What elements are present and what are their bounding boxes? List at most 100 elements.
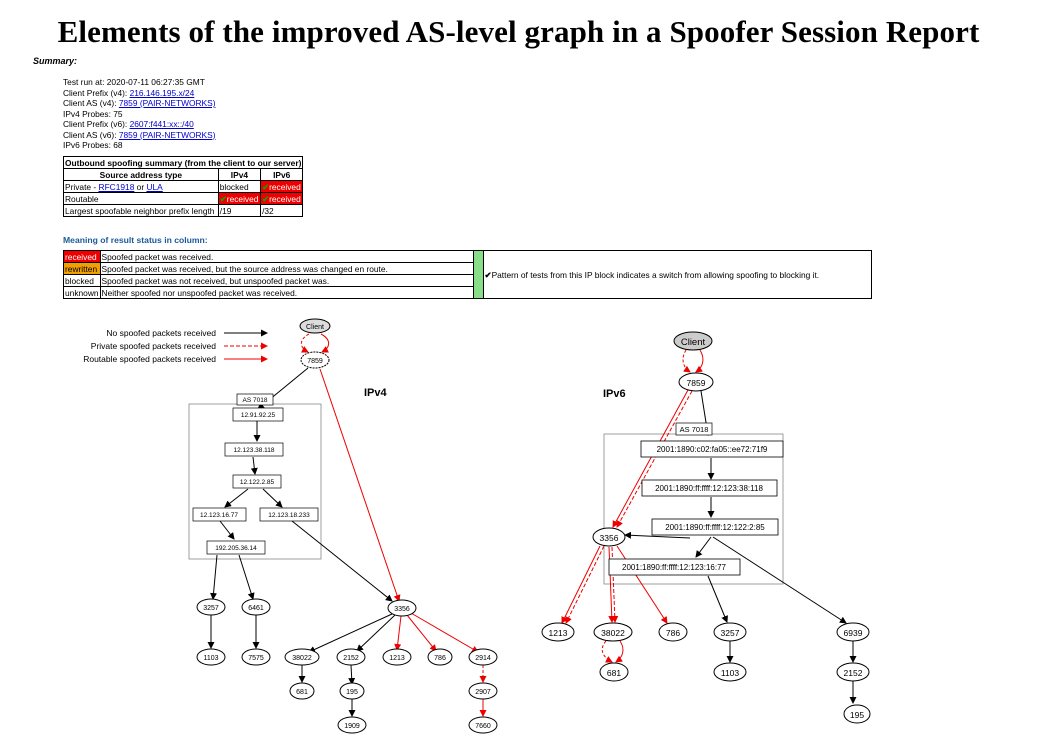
svg-text:12.122.2.85: 12.122.2.85 [240,479,275,486]
ipv4-client-node [299,318,331,334]
as-node [337,716,367,734]
legend-routable-label: Routable spoofed packets received [83,354,216,364]
as-node [541,622,575,642]
svg-text:12.91.92.25: 12.91.92.25 [241,412,276,419]
as-node [836,662,870,682]
as-node [468,716,498,734]
ipv4-as-box-label [236,393,274,406]
svg-text:1103: 1103 [721,668,740,678]
router-node [192,507,247,522]
as-node [336,648,366,666]
svg-text:1909: 1909 [344,723,360,730]
client-as-v4: Client AS (v4): 7859 (PAIR-NETWORKS) [63,98,216,108]
ipv6-as-node [678,372,714,392]
client-as-v6-link[interactable]: 7859 (PAIR-NETWORKS) [118,129,216,140]
ipv4-probes: IPv4 Probes: 75 [63,108,123,119]
svg-text:2001:1890:ff:ffff:12:123:38:11: 2001:1890:ff:ffff:12:123:38:118 [655,484,763,493]
legend-private-label: Private spoofed packets received [91,341,216,351]
ipv6-client-node [673,331,713,351]
client-prefix-v4-link[interactable]: 216.146.195.x/24 [129,87,195,98]
summary-info: Test run at: 2020-07-11 06:27:35 GMT Cli… [63,77,216,151]
svg-text:3257: 3257 [721,628,740,638]
as-node [284,648,320,666]
as-node [427,648,453,666]
ipv4-graph: IPv4 Client 7859 AS 7018 1 [188,318,498,734]
svg-text:AS 7018: AS 7018 [243,397,268,404]
client-prefix-v4: Client Prefix (v4): 216.146.195.x/24 [63,87,195,98]
svg-text:2001:1890:ff:ffff:12:123:16:77: 2001:1890:ff:ffff:12:123:16:77 [622,563,727,572]
ula-link[interactable]: ULA [146,181,163,192]
svg-text:3356: 3356 [394,606,410,613]
as-node [387,599,417,617]
as-node [196,648,226,666]
svg-text:7859: 7859 [687,378,706,388]
as-node [241,648,271,666]
svg-text:12.123.16.77: 12.123.16.77 [200,512,238,519]
svg-text:7660: 7660 [475,723,491,730]
check-icon: ✔ [262,181,270,192]
ipv4-as-node [300,351,330,369]
as-node [289,682,315,700]
legend-none-label: No spoofed packets received [106,328,216,338]
ipv6-probes: IPv6 Probes: 68 [63,140,123,150]
router-node [224,442,284,457]
svg-text:3257: 3257 [203,605,219,612]
svg-text:3356: 3356 [600,533,619,543]
page-title: Elements of the improved AS-level graph … [57,14,980,49]
svg-text:38022: 38022 [292,655,312,662]
as-node [658,622,688,642]
as-node [382,648,412,666]
table-row: rewritten Spoofed packet was received, b… [63,262,872,275]
svg-text:7575: 7575 [248,655,264,662]
test-run-time: Test run at: 2020-07-11 06:27:35 GMT [63,77,205,87]
svg-text:1213: 1213 [549,628,568,638]
table-row: blocked Spoofed packet was not received,… [63,274,872,287]
svg-text:12.123.38.118: 12.123.38.118 [233,447,274,454]
status-meaning-table: received Spoofed packet was received. ✔P… [63,250,872,299]
svg-text:38022: 38022 [601,628,625,638]
ipv4-label: IPv4 [364,387,388,399]
as-node [592,527,626,547]
rfc1918-link[interactable]: RFC1918 [98,181,135,192]
router-node [608,558,741,576]
client-as-v6: Client AS (v6): 7859 (PAIR-NETWORKS) [63,129,216,140]
as-node [196,598,226,616]
ipv6-as-box-label [675,422,713,436]
as-node [713,662,747,682]
svg-text:195: 195 [346,689,358,696]
check-icon: ✔ [262,193,270,204]
as-node [843,704,871,724]
svg-text:Client: Client [681,337,706,348]
svg-text:AS 7018: AS 7018 [680,425,709,434]
table-row: Largest spoofable neighbor prefix length… [63,204,304,217]
client-prefix-v6: Client Prefix (v6): 2607:f441:xx::/40 [63,119,194,129]
svg-text:6461: 6461 [248,605,264,612]
svg-text:195: 195 [850,710,864,720]
graph-legend: No spoofed packets received Private spoo… [83,328,268,364]
ipv6-graph: IPv6 Client 7859 AS 7018 2001:1890:c02:f… [541,331,871,724]
svg-text:7859: 7859 [307,358,323,365]
table-row: Routable ✔received ✔received [63,192,304,205]
router-node [232,407,284,422]
svg-text:2914: 2914 [475,655,491,662]
client-as-v4-link[interactable]: 7859 (PAIR-NETWORKS) [118,98,216,108]
status-rewritten: rewritten [63,262,101,275]
client-prefix-v6-link[interactable]: 2607:f441:xx::/40 [129,119,194,129]
svg-text:12.123.18.233: 12.123.18.233 [268,512,310,519]
router-node [651,518,779,536]
svg-text:2907: 2907 [475,689,491,696]
meaning-heading: Meaning of result status in column: [63,235,208,245]
svg-text:2001:1890:ff:ffff:12:122:2:85: 2001:1890:ff:ffff:12:122:2:85 [665,523,765,532]
svg-text:6939: 6939 [844,628,863,638]
ipv6-label: IPv6 [603,388,626,400]
as-node [468,648,498,666]
table-row: received Spoofed packet was received. ✔P… [63,250,872,299]
svg-text:192.205.36.14: 192.205.36.14 [215,545,257,552]
svg-text:Client: Client [306,324,324,331]
routable-v6-status: ✔received [260,192,304,205]
status-unknown: unknown [63,286,101,299]
router-node [640,440,784,458]
svg-text:786: 786 [666,628,680,638]
router-node [232,474,282,489]
